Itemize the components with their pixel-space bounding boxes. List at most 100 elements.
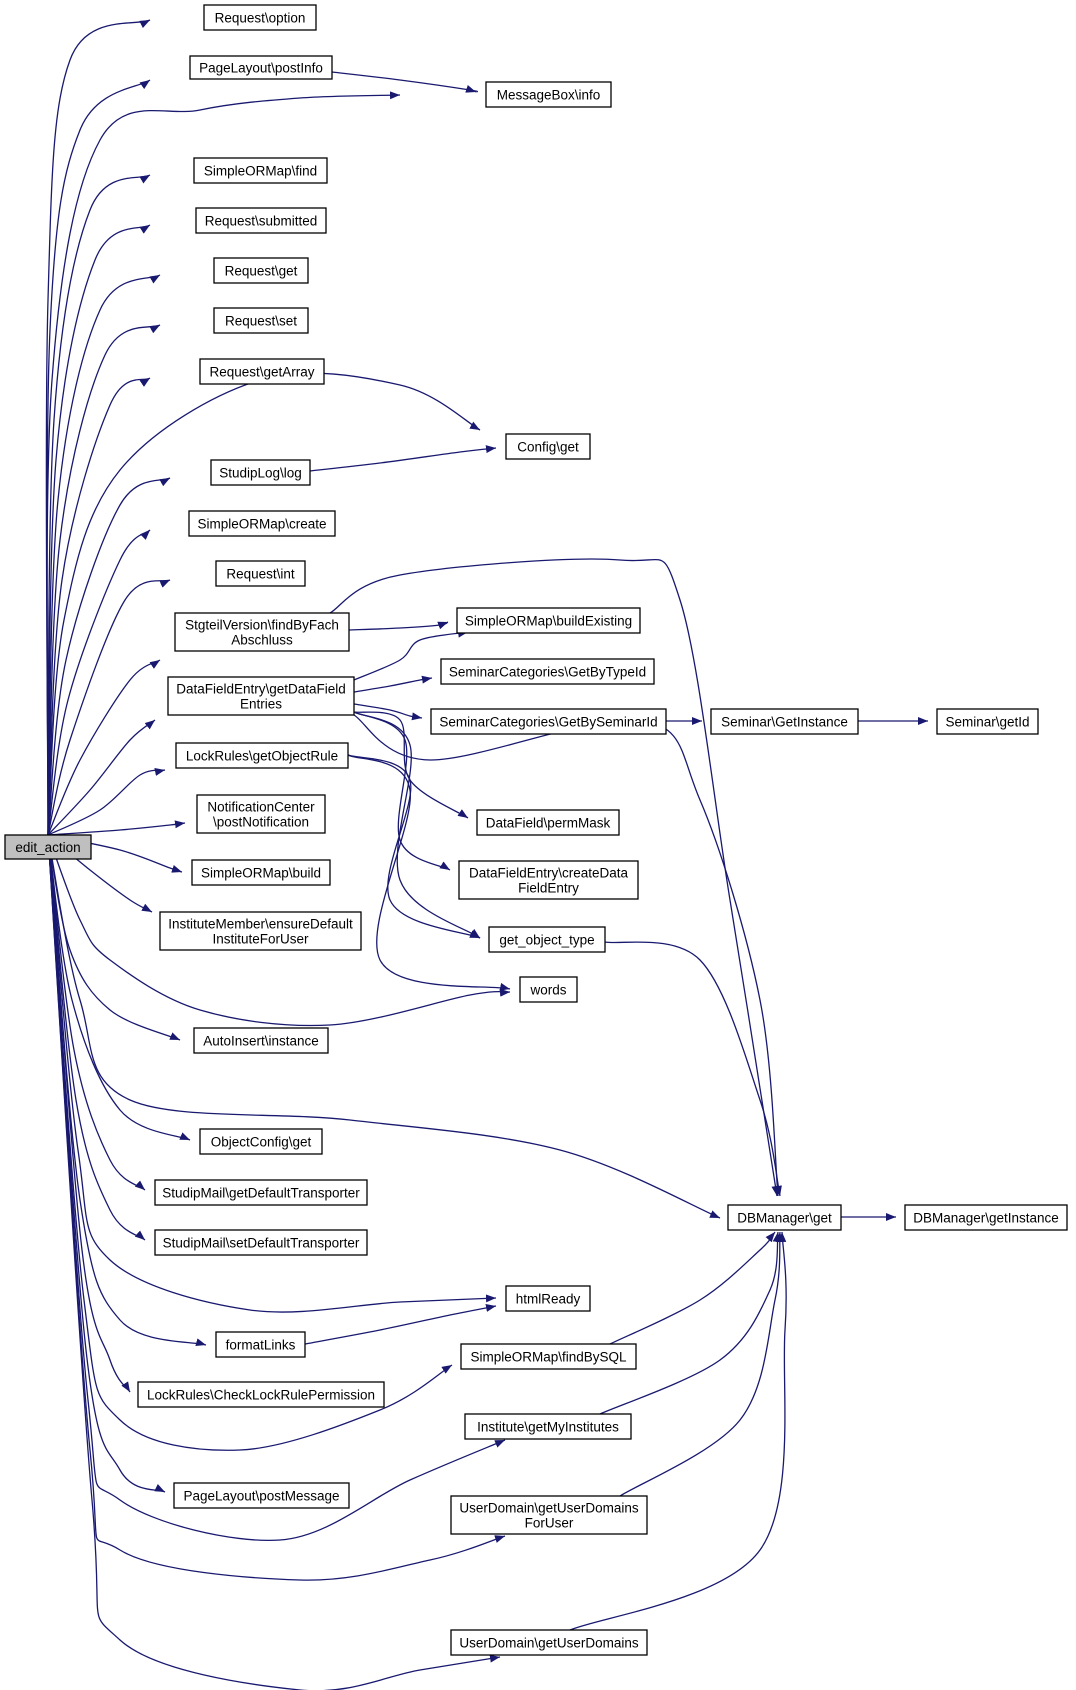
node-box [154, 1179, 368, 1206]
node-box [505, 1285, 591, 1312]
node-config_get[interactable]: Config\get [505, 433, 591, 460]
node-messagebox_info[interactable]: MessageBox\info [485, 81, 612, 108]
node-datafield_permmask[interactable]: DataField\permMask [476, 809, 620, 836]
node-label: LockRules\getObjectRule [186, 749, 338, 764]
node-simpleormap_create[interactable]: SimpleORMap\create [188, 510, 336, 537]
node-label: DataField\permMask [486, 816, 611, 831]
node-institute_getmyinstitutes[interactable]: Institute\getMyInstitutes [464, 1413, 632, 1440]
node-box [4, 834, 92, 860]
node-lockrules_checklockrulepermission[interactable]: LockRules\CheckLockRulePermission [137, 1381, 385, 1408]
node-label: DataFieldEntry\getDataField [176, 682, 346, 697]
node-box [936, 708, 1039, 735]
node-edit_action[interactable]: edit_action [4, 834, 92, 860]
node-seminarcategories_getbytypeid[interactable]: SeminarCategories\GetByTypeId [440, 658, 655, 685]
node-label: \postNotification [213, 815, 309, 830]
node-box [167, 676, 355, 716]
node-label: SimpleORMap\build [201, 866, 321, 881]
node-htmlready[interactable]: htmlReady [505, 1285, 591, 1312]
node-box [199, 1128, 323, 1155]
node-label: SimpleORMap\find [204, 164, 317, 179]
node-simpleormap_find[interactable]: SimpleORMap\find [193, 157, 328, 184]
edge-edit_action-to-request_submitted [47, 224, 151, 836]
node-box [173, 1482, 350, 1509]
edge-edit_action-to-lockrules_checklockrulepermission [47, 834, 131, 1393]
edge-edit_action-to-request_getarray [47, 377, 151, 836]
node-label: PageLayout\postInfo [199, 61, 323, 76]
node-autoinsert_instance[interactable]: AutoInsert\instance [193, 1027, 329, 1054]
node-dbmanager_getinstance[interactable]: DBManager\getInstance [904, 1204, 1068, 1231]
node-label: Seminar\GetInstance [721, 715, 848, 730]
node-lockrules_getobjectrule[interactable]: LockRules\getObjectRule [175, 742, 349, 769]
node-label: get_object_type [499, 933, 594, 948]
node-box [710, 708, 859, 735]
node-objectconfig_get[interactable]: ObjectConfig\get [199, 1128, 323, 1155]
node-request_getarray[interactable]: Request\getArray [199, 358, 325, 385]
node-box [213, 257, 309, 284]
edge-edit_action-to-studiplog_log [47, 477, 171, 836]
node-simpleormap_findbysql[interactable]: SimpleORMap\findBySQL [460, 1343, 637, 1370]
node-label: SimpleORMap\buildExisting [465, 614, 632, 629]
node-label: FieldEntry [518, 881, 579, 896]
edge-edit_action-to-simpleormap_find [47, 174, 151, 836]
node-label: DBManager\get [737, 1211, 832, 1226]
node-pagelayout_postinfo[interactable]: PageLayout\postInfo [189, 55, 333, 80]
node-box [456, 607, 641, 634]
node-label: SeminarCategories\GetByTypeId [449, 665, 646, 680]
node-request_option[interactable]: Request\option [203, 4, 317, 31]
node-simpleormap_buildexisting[interactable]: SimpleORMap\buildExisting [456, 607, 641, 634]
node-label: InstituteForUser [212, 932, 309, 947]
node-notificationcenter_postnotification[interactable]: NotificationCenter\postNotification [196, 794, 326, 834]
node-dbmanager_get[interactable]: DBManager\get [727, 1204, 842, 1231]
node-request_get[interactable]: Request\get [213, 257, 309, 284]
node-formatlinks[interactable]: formatLinks [215, 1331, 306, 1358]
node-request_int[interactable]: Request\int [215, 560, 306, 587]
edge-edit_action-to-request_int [47, 579, 171, 836]
node-label: formatLinks [226, 1338, 296, 1353]
node-institutemember_ensuredefault[interactable]: InstituteMember\ensureDefaultInstituteFo… [159, 911, 362, 951]
node-studipmail_setdefaulttransporter[interactable]: StudipMail\setDefaultTransporter [154, 1229, 368, 1256]
edge-edit_action-to-messagebox_info [46, 91, 401, 836]
node-box [193, 157, 328, 184]
edge-edit_action-to-objectconfig_get [47, 834, 191, 1141]
node-request_set[interactable]: Request\set [213, 307, 309, 334]
node-studipmail_getdefaulttransporter[interactable]: StudipMail\getDefaultTransporter [154, 1179, 368, 1206]
node-seminar_getinstance[interactable]: Seminar\GetInstance [710, 708, 859, 735]
node-get_object_type[interactable]: get_object_type [488, 926, 606, 953]
edge-edit_action-to-htmlready [47, 834, 497, 1313]
node-label: Request\option [215, 11, 306, 26]
node-simpleormap_build[interactable]: SimpleORMap\build [191, 859, 331, 886]
edge-datafieldentry_getdatafieldentries-to-datafield_permmask [353, 711, 469, 819]
edge-stgteilversion_findbyfachabschluss-to-dbmanager_get [329, 558, 780, 1197]
node-label: edit_action [15, 840, 80, 855]
node-words[interactable]: words [519, 976, 578, 1003]
edge-datafieldentry_getdatafieldentries-to-seminarcategories_getbytypeid [353, 675, 433, 693]
node-box [476, 809, 620, 836]
node-request_submitted[interactable]: Request\submitted [195, 207, 327, 234]
node-seminar_getid[interactable]: Seminar\getId [936, 708, 1039, 735]
node-box [458, 860, 639, 900]
node-label: ObjectConfig\get [211, 1135, 312, 1150]
node-box [195, 207, 327, 234]
node-label: Seminar\getId [945, 715, 1029, 730]
node-box [196, 794, 326, 834]
edge-edit_action-to-stgteilversion_findbyfachabschluss [47, 659, 161, 836]
node-pagelayout_postmessage[interactable]: PageLayout\postMessage [173, 1482, 350, 1509]
node-label: LockRules\CheckLockRulePermission [147, 1388, 375, 1403]
node-seminarcategories_getbyseminarid[interactable]: SeminarCategories\GetBySeminarId [430, 708, 667, 735]
node-box [159, 911, 362, 951]
node-studiplog_log[interactable]: StudipLog\log [210, 459, 311, 486]
node-label: StudipLog\log [219, 466, 302, 481]
edge-pagelayout_postinfo-to-messagebox_info [331, 71, 479, 93]
nodes-layer: edit_action Request\optionPageLayout\post… [4, 4, 1068, 1656]
node-label: Request\get [225, 264, 298, 279]
edge-simpleormap_findbysql-to-dbmanager_get [609, 1231, 776, 1345]
node-label: Request\getArray [209, 365, 314, 380]
node-userdomain_getuserdomains[interactable]: UserDomain\getUserDomains [450, 1629, 648, 1656]
node-box [904, 1204, 1068, 1231]
node-box [215, 560, 306, 587]
